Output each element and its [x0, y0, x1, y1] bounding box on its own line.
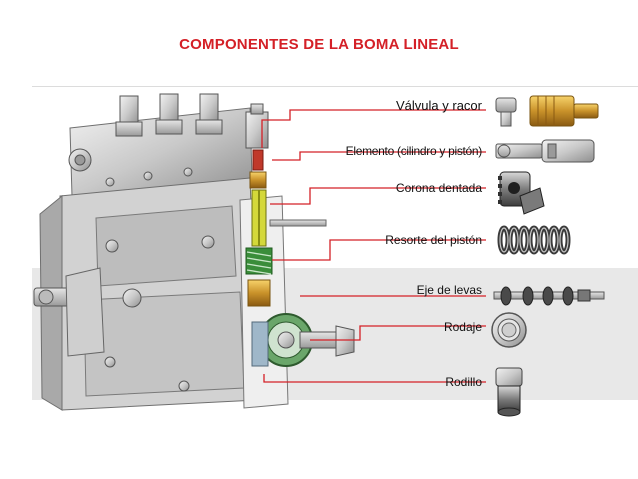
pump-housing: [39, 107, 259, 411]
piston-spring-icon: [497, 225, 571, 255]
label-roller-tappet: Rodillo: [445, 375, 482, 389]
label-bearing: Rodaje: [443, 320, 482, 334]
label-valve-and-fitting: Válvula y racor: [396, 98, 482, 113]
cutaway-section: [239, 103, 355, 409]
label-toothed-crown: Corona dentada: [395, 181, 482, 195]
camshaft-icon: [493, 286, 605, 306]
drive-shaft: [33, 267, 105, 357]
label-plunger-element: Elemento (cilindro y pistón): [345, 144, 483, 158]
label-piston-spring: Resorte del pistón: [385, 233, 482, 247]
leader-lines: [261, 109, 486, 383]
page-title: COMPONENTES DE LA BOMA LINEAL: [179, 36, 459, 53]
roller-tappet-icon: [495, 367, 523, 417]
valve-and-fitting-icon: [495, 95, 599, 127]
plunger-element-icon: [495, 139, 595, 163]
label-camshaft: Eje de levas: [416, 283, 482, 297]
control-rack: [269, 219, 327, 227]
top-divider: [32, 86, 638, 87]
delivery-valve-holders: [115, 93, 223, 137]
toothed-crown-icon: [498, 171, 545, 215]
bearing-icon: [491, 312, 527, 348]
